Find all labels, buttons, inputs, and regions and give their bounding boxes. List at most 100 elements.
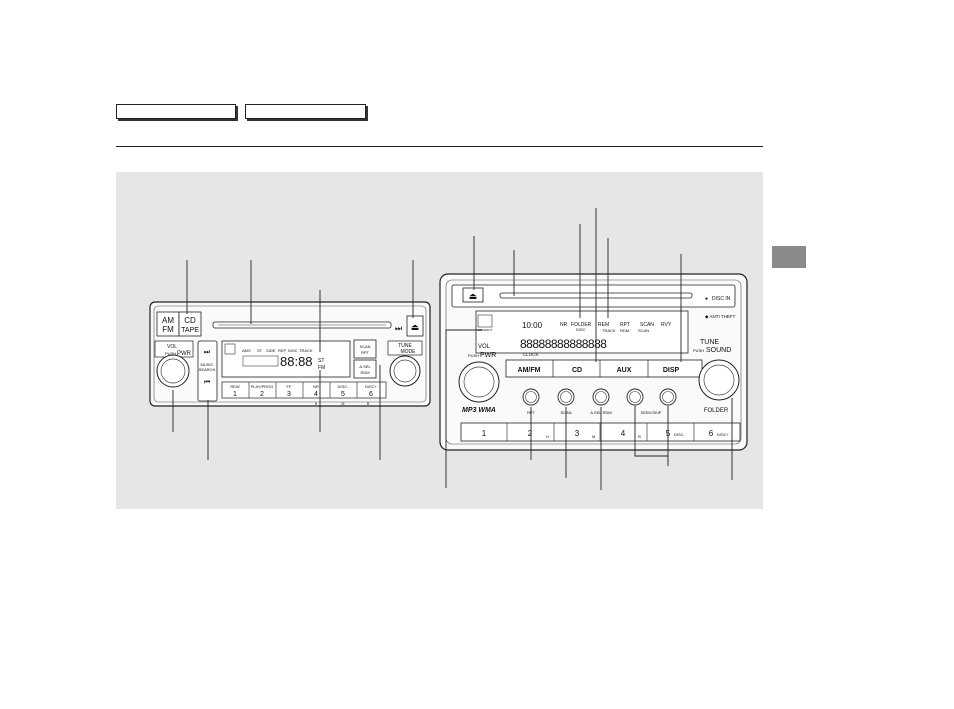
left-preset-4[interactable]: NR 4 [313,382,331,398]
svg-text:NR: NR [313,384,319,389]
left-audio-unit: AM FM CD TAPE ⏭ ⏏ VOL PUSH PWR [149,260,431,460]
svg-text:R: R [367,402,370,406]
svg-text:RPT: RPT [620,322,630,328]
am-fm-mode-button[interactable]: AM/FM [518,360,554,377]
scan-rpt-button[interactable]: SCAN RPT [353,339,377,359]
seek-up-knob[interactable] [659,388,677,406]
header-tab-2 [245,104,366,119]
cd-mode-button[interactable]: CD [572,360,601,377]
left-preset-3[interactable]: FF 3 [287,382,304,398]
svg-text:●: ● [705,296,708,302]
left-tune-knob[interactable] [389,355,421,387]
svg-text:SCAN: SCAN [638,328,649,333]
music-search-rocker[interactable]: ⏭ MUSIC SEARCH ⏮ [197,340,218,402]
left-preset-5[interactable]: DISC-5 [338,382,358,398]
clock-label: CLOCK [523,352,539,357]
rpt-knob[interactable] [522,388,540,406]
svg-text:⏮: ⏮ [204,379,210,386]
left-preset-2[interactable]: PLAY/PROG 2 [251,382,277,398]
right-callout-lines [445,208,733,490]
svg-text:DISC: DISC [576,327,586,332]
left-display: AMS ST SIDE REP DISC TRACK 88:88 ST FM [221,340,351,378]
am-fm-button[interactable]: AM FM [156,311,180,337]
svg-text:CD: CD [184,316,196,325]
svg-text:RPT: RPT [361,350,370,355]
svg-text:PWR: PWR [177,351,192,357]
left-tune-label: TUNE MODE [387,340,423,356]
svg-text:RDM: RDM [360,370,369,375]
asel-rdm-knob[interactable] [592,388,610,406]
svg-text:TUNE: TUNE [398,343,412,349]
svg-text:6: 6 [369,391,373,398]
seek-down-knob[interactable] [626,388,644,406]
svg-text:H: H [315,402,318,406]
cd-tape-button[interactable]: CD TAPE [178,311,202,337]
svg-text:A.SEL: A.SEL [359,364,371,369]
section-side-tab [772,246,806,268]
right-volume-knob[interactable] [458,361,500,403]
header-tab-1 [116,104,236,119]
svg-text:DISP: DISP [663,367,680,374]
svg-text:10:00: 10:00 [522,321,543,330]
svg-text:1: 1 [233,391,237,398]
svg-text:TAPE: TAPE [181,327,199,334]
left-callout-lines [172,260,414,460]
svg-text:4: 4 [621,429,626,438]
svg-text:3: 3 [575,429,580,438]
svg-text:REP: REP [278,348,287,353]
svg-text:R: R [638,434,641,439]
right-tune-label: TUNE [700,339,719,346]
svg-text:FF: FF [287,384,292,389]
svg-text:SOUND: SOUND [706,347,731,354]
svg-text:TRACK: TRACK [602,328,616,333]
svg-text:6: 6 [709,429,714,438]
right-eject-icon: ⏏ [469,291,478,301]
right-audio-unit: ⏏ ● DISC IN ◆ ANTI THEFT COMPACT 10:00 N… [439,208,748,490]
disp-mode-button[interactable]: DISP [663,367,680,374]
svg-text:DISC+: DISC+ [365,384,378,389]
left-skip-icon: ⏭ [395,324,402,333]
right-eject-button[interactable]: ⏏ [462,287,484,303]
mode-button-bar: AM/FM CD AUX DISP [505,359,703,378]
svg-text:H: H [546,434,549,439]
right-preset-1[interactable]: 1 [482,423,508,441]
svg-text:COMPACT: COMPACT [478,328,493,332]
svg-text:AM/FM: AM/FM [518,367,541,374]
svg-text:VOL: VOL [167,344,177,350]
svg-text:PUSH: PUSH [693,348,704,353]
folder-label: FOLDER [704,408,729,414]
left-vol-label: VOL PUSH PWR [154,340,194,358]
svg-text:DISC-: DISC- [674,432,686,437]
svg-text:TRACK: TRACK [299,348,313,353]
svg-text:SCAN: SCAN [640,322,654,328]
scan-knob[interactable] [557,388,575,406]
asel-rdm-button[interactable]: A.SEL RDM [353,359,377,379]
right-display: COMPACT 10:00 NR FOLDER DISC REM RPT SCA… [475,310,689,354]
left-volume-knob[interactable] [156,354,190,388]
svg-text:AUX: AUX [617,367,632,374]
svg-text:4: 4 [314,391,318,398]
svg-text:RDM: RDM [620,328,629,333]
svg-text:PLAY/PROG: PLAY/PROG [251,384,274,389]
svg-text:3: 3 [287,391,291,398]
left-preset-6[interactable]: DISC+ 6 [365,384,378,398]
mp3-wma-badge: MP3 WMA [462,407,496,414]
left-eject-icon: ⏏ [411,322,420,332]
svg-text:5: 5 [341,391,345,398]
svg-text:SIDE: SIDE [266,348,276,353]
svg-text:M: M [342,402,345,406]
svg-text:2: 2 [260,391,264,398]
right-tune-knob[interactable] [698,359,740,401]
svg-text:MUSIC: MUSIC [201,362,214,367]
right-vol-label: VOL [478,344,491,350]
left-eject-button[interactable]: ⏏ [406,315,424,337]
aux-mode-button[interactable]: AUX [617,360,649,377]
svg-text:DISC: DISC [288,348,298,353]
